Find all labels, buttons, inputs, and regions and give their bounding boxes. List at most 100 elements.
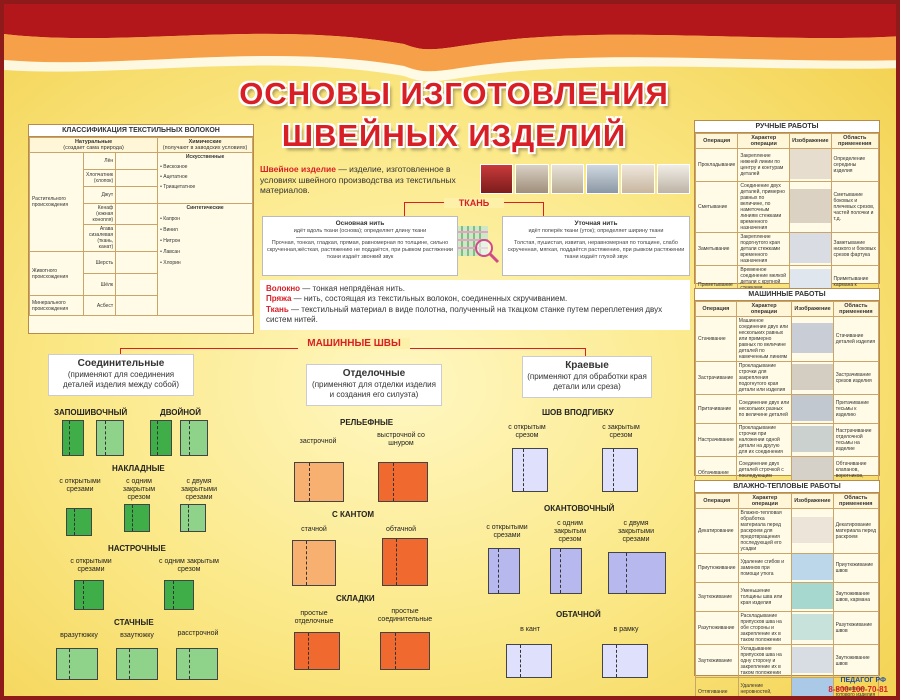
classification-table: Натуральные(создает сама природа) Химиче… [28,137,253,316]
seam-vystrochnoy [378,462,428,502]
animal-item: Шерсть [82,251,117,274]
category-decorative: Отделочные(применяют для отделки изделия… [306,364,442,406]
seam-okant-3 [608,552,666,594]
label-two-closed: с двумя закрытыми срезами [180,478,218,502]
stitch-line [189,649,190,679]
publisher-logo: ПЕДАГОГ РФ [840,677,886,684]
fabric-weave-icon [458,226,500,264]
seam-okant-2 [550,548,582,594]
warp-thread-box: Основная нить идёт вдоль ткани (основа);… [262,216,458,276]
stitch-line [69,649,70,679]
wet-heat-works-panel: ВЛАЖНО-ТЕПЛОВЫЕ РАБОТЫ Операция Характер… [694,480,880,696]
seam-nastrochnoy-1 [74,580,104,610]
label-vzautyuzhku: взаутюжку [120,632,154,639]
seam-stachnoy-2 [116,648,158,680]
title-line-2: ШВЕЙНЫХ ИЗДЕЛИЙ [281,118,627,153]
photo-threads [550,164,584,194]
col-header: Операция [695,493,739,509]
stitch-line [132,505,134,531]
label-stachnye: СТАЧНЫЕ [114,618,154,627]
seam-nastrochnoy-2 [164,580,194,610]
label-v-ramku: в рамку [613,626,639,633]
label-closed-cut-k: с закрытым срезом [602,424,640,440]
label-zaposhiv: ЗАПОШИВОЧНЫЙ [54,408,128,417]
label-prostye-soed: простые соединительные [377,608,433,624]
operation-image [792,647,833,673]
product-definition: Швейное изделие — изделие, изготовленное… [260,164,456,196]
artificial-cell: Искусственные • Вискозное • Ацетатное • … [157,152,253,204]
label-open-cuts-k: с открытыми срезами [486,524,528,540]
label-v-kant: в кант [520,626,540,633]
stitch-line [69,421,70,455]
seam-okant-1 [488,548,520,594]
plant-item: Кенаф (южная конопля) [82,203,117,225]
stitch-line [173,581,175,609]
label-vrazutyuzhku: вразутюжку [60,632,98,639]
manual-works-panel: РУЧНЫЕ РАБОТЫ Операция Характер операции… [694,120,880,305]
col-header: Изображение [789,133,832,149]
stitch-line [498,549,499,593]
label-obtachnoy-k: ОБТАЧНОЙ [556,610,601,619]
seam-obtach-kant [506,644,552,678]
operation-image [792,426,833,452]
stitch-line [625,553,627,593]
stitch-line [560,549,561,593]
photo-towel [656,164,690,194]
seam-dvoinoi [150,420,172,456]
label-okantovochny: ОКАНТОВОЧНЫЙ [544,504,615,513]
stitch-line [157,421,158,455]
mineral-item: Асбест [82,295,117,316]
col-header: Характер операции [737,493,793,509]
col-header: Изображение [791,301,834,317]
seam-stachnoy-3 [176,648,218,680]
stitch-line [104,421,106,455]
manual-works-title: РУЧНЫЕ РАБОТЫ [695,121,879,133]
stitch-line [396,539,398,585]
machine-works-title: МАШИННЫЕ РАБОТЫ [695,289,879,301]
classification-title: КЛАССИФИКАЦИЯ ТЕКСТИЛЬНЫХ ВОЛОКОН [29,125,253,137]
stitch-line [309,463,311,501]
label-vpodgibku: ШОВ ВПОДГИБКУ [542,408,614,417]
label-open-cut-k: с открытым срезом [508,424,546,440]
seam-zaposhiv-2 [96,420,124,456]
photo-dress [480,164,514,194]
label-dvoinoi: ДВОЙНОЙ [160,408,201,417]
seam-kant-stachnoy [292,540,336,586]
seam-skladka-1 [294,632,340,670]
label-two-closed-k: с двумя закрытыми срезами [617,520,655,544]
seam-obtach-ramku [602,644,648,678]
operation-image [792,583,833,609]
label-one-closed-2: с одним закрытым срезом [159,558,219,574]
stitch-line [520,645,522,677]
label-nastrochnye: НАСТРОЧНЫЕ [108,544,166,553]
label-zastrochnoy: застрочной [299,438,337,445]
group-mineral: Минерального происхождения [29,295,84,316]
stitch-line [308,633,310,669]
col-header: Область применения [830,133,880,149]
stitch-line [616,645,618,677]
label-vystrochnoy: выстрочной со шнуром [377,432,425,448]
seam-zaposhiv [62,420,84,456]
col-header: Операция [695,301,737,317]
stitch-line [523,449,525,491]
fiber-definitions: Волокно — тонкая непрядёная нить. Пряжа … [260,280,690,330]
product-photos [480,164,690,194]
seam-vpodgibku-2 [602,448,638,492]
col-header: Изображение [791,493,834,509]
seams-heading: МАШИННЫЕ ШВЫ [298,338,410,349]
plant-item: Агава сизалевая (ткань, канат) [82,224,117,252]
photo-fabric [585,164,620,194]
label-open-cuts-2: с открытыми срезами [70,558,112,574]
category-edge: Краевые(применяют для обработки края дет… [522,356,652,398]
label-s-kantom: С КАНТОМ [332,510,375,519]
operation-image [792,323,833,353]
